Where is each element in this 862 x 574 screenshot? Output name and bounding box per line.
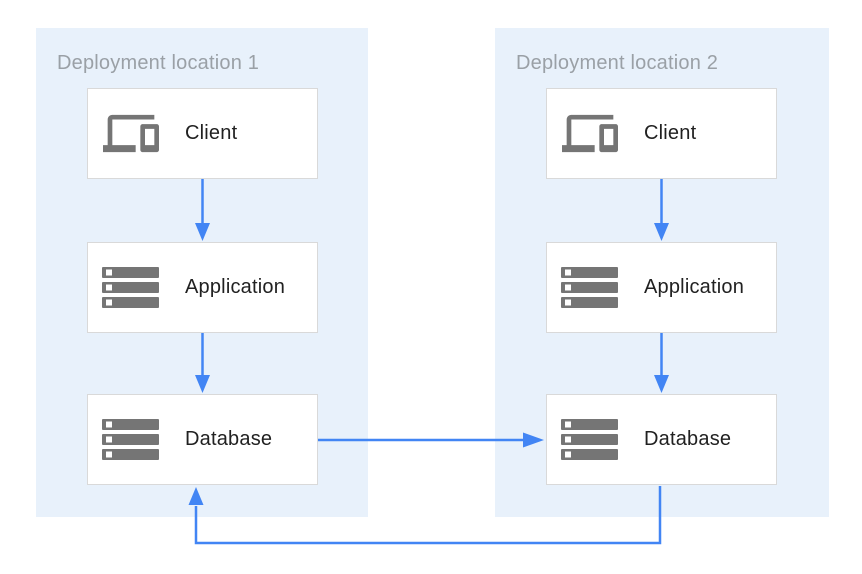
node-label: Client: [644, 122, 697, 144]
node-client-2: Client: [546, 88, 777, 179]
devices-icon: [102, 110, 159, 157]
node-database-2: Database: [546, 394, 777, 485]
node-client-1: Client: [87, 88, 318, 179]
server-stack-icon: [102, 267, 159, 308]
server-stack-icon: [102, 419, 159, 460]
server-stack-icon: [561, 419, 618, 460]
node-label: Client: [185, 122, 238, 144]
node-label: Application: [644, 276, 745, 298]
node-label: Application: [185, 276, 286, 298]
panel-title-1: Deployment location 1: [57, 52, 260, 74]
node-label: Database: [185, 428, 273, 450]
node-database-1: Database: [87, 394, 318, 485]
panel-title-2: Deployment location 2: [516, 52, 719, 74]
deployment-location-2-panel: Deployment location 2 Client: [495, 28, 829, 517]
server-stack-icon: [561, 267, 618, 308]
node-label: Database: [644, 428, 732, 450]
node-application-2: Application: [546, 242, 777, 333]
deployment-location-1-panel: Deployment location 1 Client: [36, 28, 368, 517]
node-application-1: Application: [87, 242, 318, 333]
devices-icon: [561, 110, 618, 157]
